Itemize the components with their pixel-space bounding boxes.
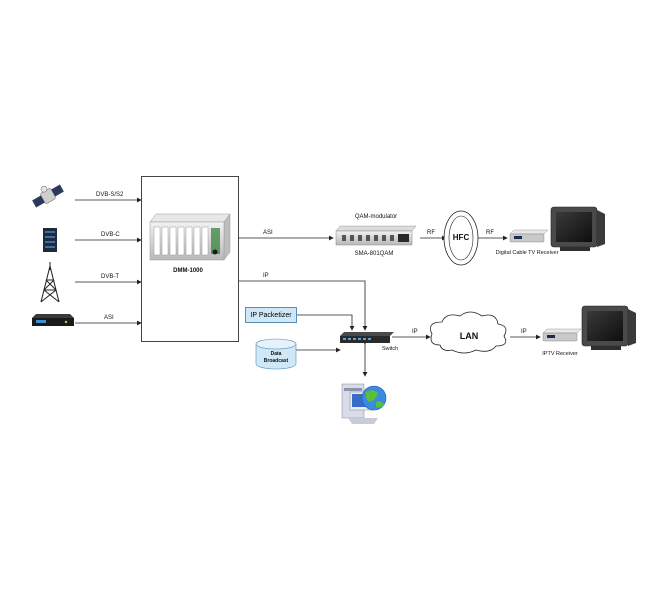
settop-box-icon: [542, 328, 582, 342]
ip-to-lan-label: IP: [412, 329, 418, 335]
qam-modulator-icon: [335, 225, 417, 246]
dvb-c-label: DVB-C: [101, 232, 120, 238]
dvb-s-label: DVB-S/S2: [96, 192, 124, 198]
data-broadcast-label: Data Broadcast: [263, 351, 289, 364]
lan-cloud: [429, 311, 507, 354]
rf-label-1: RF: [427, 230, 435, 236]
network-switch-icon: [340, 332, 394, 343]
server-rack-icon: [43, 228, 57, 252]
asi-in-label: ASI: [104, 315, 114, 321]
settop-box-icon: [509, 229, 549, 243]
computer-globe-icon: [341, 383, 387, 424]
tv-icon: [581, 305, 636, 350]
satellite-icon: [32, 184, 64, 208]
dmm-label: DMM-1000: [173, 268, 203, 274]
packetizer-link: [297, 314, 355, 331]
antenna-tower-icon: [40, 262, 60, 303]
hfc-label: HFC: [452, 233, 470, 242]
qam-title-label: QAM-modulator: [354, 214, 398, 220]
rf-label-2: RF: [486, 230, 494, 236]
database-icon: [255, 338, 297, 370]
tv-icon: [550, 206, 605, 251]
qam-model-label: SMA-801QAM: [354, 251, 394, 257]
dvb-t-label: DVB-T: [101, 274, 119, 280]
ip-packetizer-box: IP Packetizer: [245, 307, 297, 323]
switch-label: Switch: [382, 346, 399, 352]
hfc-network: [443, 210, 479, 266]
ip-out-link: [239, 280, 368, 331]
iptv-receiver-label: IPTV Receiver: [542, 351, 578, 357]
cable-receiver-label: Digital Cable TV Receiver: [495, 250, 559, 256]
connections: [75, 197, 541, 377]
asi-out-label: ASI: [263, 230, 273, 236]
ip-out-label: IP: [263, 273, 269, 279]
lan-label: LAN: [459, 331, 479, 341]
rack-unit-icon: [32, 314, 74, 326]
ip-to-iptv-label: IP: [521, 329, 527, 335]
